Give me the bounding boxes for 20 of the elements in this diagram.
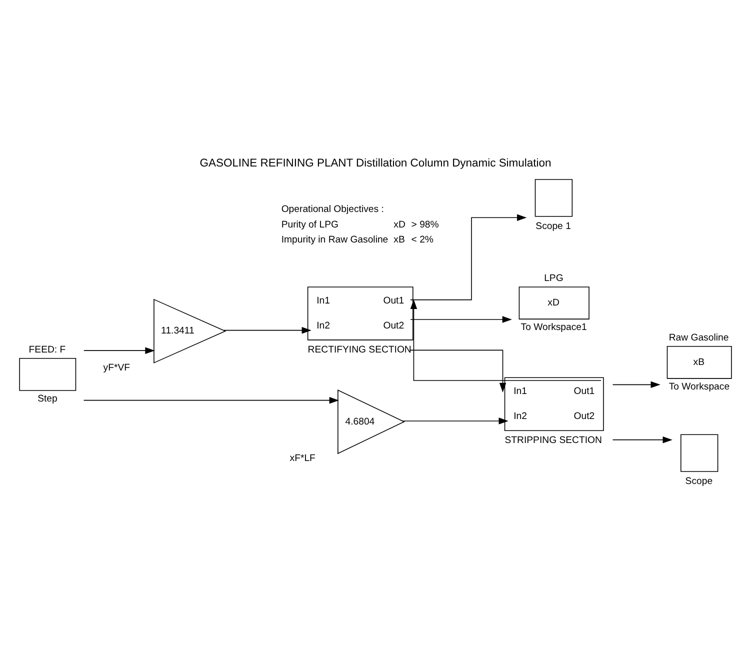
label: Impurity in Raw Gasoline: [281, 234, 388, 246]
node-label: To Workspace: [668, 380, 730, 392]
node-label: Raw Gasoline: [668, 332, 729, 343]
label: < 2%: [411, 234, 434, 246]
node-label: RECTIFYING SECTION: [308, 344, 412, 355]
label: Purity of LPG: [281, 218, 338, 230]
node-label: Step: [38, 392, 58, 404]
label: xB: [394, 234, 405, 246]
node-label: STRIPPING SECTION: [504, 434, 602, 446]
label: Operational Objectives :: [281, 204, 384, 215]
node-label: To Workspace1: [520, 322, 587, 332]
node-label: FEED: F: [28, 344, 66, 355]
label: > 98%: [411, 218, 439, 230]
diagram-title: GASOLINE REFINING PLANT Distillation Column Dynamic Simulation: [200, 156, 552, 169]
node-label: Scope 1: [536, 220, 571, 232]
node-label: xF*LF: [290, 452, 316, 464]
node-label: yF*VF: [103, 362, 130, 374]
node-label: LPG: [544, 272, 564, 284]
label: xD: [394, 218, 406, 230]
node-label: Scope: [685, 476, 713, 487]
